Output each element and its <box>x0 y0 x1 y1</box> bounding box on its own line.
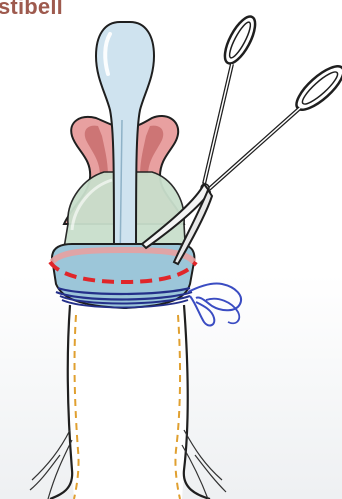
shaft-left-outline <box>50 305 72 499</box>
shaft <box>30 305 226 499</box>
suture-knot-icon <box>188 283 241 325</box>
hair-left <box>30 430 72 499</box>
